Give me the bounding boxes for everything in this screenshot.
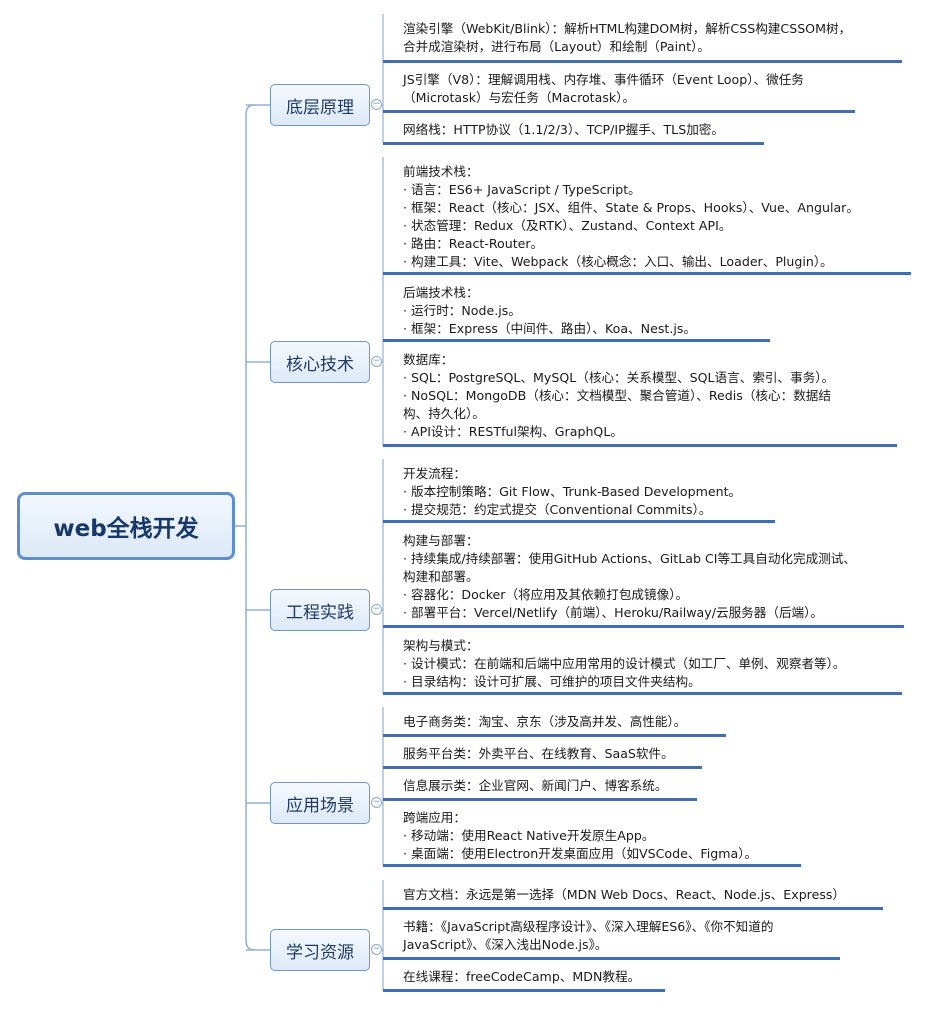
leaf-underline <box>383 989 665 992</box>
collapse-toggle-icon[interactable]: − <box>371 944 382 955</box>
leaf-underline <box>383 692 902 695</box>
leaf-text-line: · NoSQL：MongoDB（核心：文档模型、聚合管道）、Redis（核心：数… <box>403 388 831 403</box>
leaf-underline <box>383 339 770 342</box>
leaf-underline <box>383 444 897 447</box>
leaf-text-line: · 运行时：Node.js。 <box>403 303 521 318</box>
leaf-text-line: 前端技术栈： <box>403 164 479 179</box>
leaf-text-line: · SQL：PostgreSQL、MySQL（核心：关系模型、SQL语言、索引、… <box>403 370 835 385</box>
leaf-topic[interactable]: 开发流程： · 版本控制策略：Git Flow、Trunk-Based Devel… <box>403 465 741 519</box>
branch-label: 工程实践 <box>286 602 354 623</box>
leaf-text-line: · 部署平台：Vercel/Netlify（前端）、Heroku/Railway… <box>403 605 824 620</box>
leaf-text-line: · 容器化：Docker（将应用及其依赖打包成镜像）。 <box>403 587 689 602</box>
leaf-text-line: · 移动端：使用React Native开发原生App。 <box>403 828 655 843</box>
branch-label: 核心技术 <box>286 354 354 375</box>
leaf-topic[interactable]: 服务平台类：外卖平台、在线教育、SaaS软件。 <box>403 745 674 763</box>
leaf-topic[interactable]: 官方文档：永远是第一选择（MDN Web Docs、React、Node.js、… <box>403 886 845 904</box>
leaf-topic[interactable]: 架构与模式： · 设计模式：在前端和后端中应用常用的设计模式（如工厂、单例、观察者… <box>403 637 846 691</box>
collapse-toggle-icon[interactable]: − <box>371 797 382 808</box>
leaf-text-line: 电子商务类：淘宝、京东（涉及高并发、高性能）。 <box>403 714 687 729</box>
leaf-underline <box>383 798 697 801</box>
leaf-text-line: 网络栈：HTTP协议（1.1/2/3）、TCP/IP握手、TLS加密。 <box>403 122 724 137</box>
leaf-underline <box>383 625 904 628</box>
leaf-text-line: · 语言：ES6+ JavaScript / TypeScript。 <box>403 182 641 197</box>
leaf-text-line: · 路由：React-Router。 <box>403 236 544 251</box>
leaf-underline <box>383 142 764 145</box>
leaf-text-line: · 目录结构：设计可扩展、可维护的项目文件夹结构。 <box>403 674 701 689</box>
branch-scenarios[interactable]: 应用场景 <box>270 782 370 824</box>
leaf-underline <box>383 520 775 523</box>
leaf-text-line: · 框架：Express（中间件、路由）、Koa、Nest.js。 <box>403 321 696 336</box>
leaf-text-line: · API设计：RESTful架构、GraphQL。 <box>403 424 623 439</box>
root-topic[interactable]: web全栈开发 <box>17 492 235 560</box>
leaf-topic[interactable]: 构建与部署： · 持续集成/持续部署：使用GitHub Actions、GitLa… <box>403 532 893 622</box>
leaf-underline <box>383 110 855 113</box>
leaf-underline <box>383 60 902 63</box>
leaf-text-line: 开发流程： <box>403 466 466 481</box>
root-topic-label: web全栈开发 <box>53 516 199 542</box>
leaf-topic[interactable]: 网络栈：HTTP协议（1.1/2/3）、TCP/IP握手、TLS加密。 <box>403 121 724 139</box>
leaf-text-line: 构建和部署。 <box>403 569 479 584</box>
leaf-text-line: 渲染引擎（WebKit/Blink）：解析HTML构建DOM树，解析CSS构建C… <box>403 21 852 36</box>
leaf-text-line: · 框架：React（核心：JSX、组件、State & Props、Hooks… <box>403 200 859 215</box>
leaf-text-line: 合并成渲染树，进行布局（Layout）和绘制（Paint）。 <box>403 39 710 54</box>
leaf-text-line: · 提交规范：约定式提交（Conventional Commits）。 <box>403 502 712 517</box>
collapse-toggle-icon[interactable]: − <box>371 356 382 367</box>
branch-fundamentals[interactable]: 底层原理 <box>270 84 370 126</box>
branch-label: 学习资源 <box>286 942 354 963</box>
leaf-underline <box>383 734 726 737</box>
leaf-topic[interactable]: 信息展示类：企业官网、新闻门户、博客系统。 <box>403 777 667 795</box>
branch-core-tech[interactable]: 核心技术 <box>270 341 370 383</box>
leaf-text-line: 官方文档：永远是第一选择（MDN Web Docs、React、Node.js、… <box>403 887 846 902</box>
leaf-text-line: JavaScript》、《深入浅出Node.js》。 <box>403 937 608 952</box>
trunk-connector <box>245 104 255 951</box>
leaf-underline <box>383 957 840 960</box>
leaf-text-line: 架构与模式： <box>403 638 479 653</box>
leaf-topic[interactable]: 书籍：《JavaScript高级程序设计》、《深入理解ES6》、《你不知道的 Ja… <box>403 918 843 954</box>
leaf-topic[interactable]: 渲染引擎（WebKit/Blink）：解析HTML构建DOM树，解析CSS构建C… <box>403 20 851 56</box>
collapse-toggle-icon[interactable]: − <box>371 99 382 110</box>
leaf-underline <box>383 864 801 867</box>
collapse-toggle-icon[interactable]: − <box>371 604 382 615</box>
leaf-text-line: （Microtask）与宏任务（Macrotask）。 <box>403 90 636 105</box>
branch-resources[interactable]: 学习资源 <box>270 929 370 971</box>
leaf-text-line: · 设计模式：在前端和后端中应用常用的设计模式（如工厂、单例、观察者等）。 <box>403 656 846 671</box>
leaf-text-line: 书籍：《JavaScript高级程序设计》、《深入理解ES6》、《你不知道的 <box>403 919 774 934</box>
leaf-text-line: 在线课程：freeCodeCamp、MDN教程。 <box>403 969 641 984</box>
leaf-text-line: JS引擎（V8）：理解调用栈、内存堆、事件循环（Event Loop）、微任务 <box>403 72 804 87</box>
leaf-text-line: 服务平台类：外卖平台、在线教育、SaaS软件。 <box>403 746 674 761</box>
leaf-text-line: 后端技术栈： <box>403 285 479 300</box>
leaf-topic[interactable]: 在线课程：freeCodeCamp、MDN教程。 <box>403 968 640 986</box>
leaf-topic[interactable]: JS引擎（V8）：理解调用栈、内存堆、事件循环（Event Loop）、微任务 （… <box>403 71 804 107</box>
leaf-text-line: · 桌面端：使用Electron开发桌面应用（如VSCode、Figma）。 <box>403 846 758 861</box>
leaf-topic[interactable]: 数据库： · SQL：PostgreSQL、MySQL（核心：关系模型、SQL语… <box>403 351 893 441</box>
leaf-topic[interactable]: 电子商务类：淘宝、京东（涉及高并发、高性能）。 <box>403 713 686 731</box>
leaf-topic[interactable]: 前端技术栈： · 语言：ES6+ JavaScript / TypeScript。… <box>403 163 859 271</box>
leaf-text-line: · 状态管理：Redux（及RTK）、Zustand、Context API。 <box>403 218 732 233</box>
leaf-topic[interactable]: 后端技术栈： · 运行时：Node.js。 · 框架：Express（中间件、路由）… <box>403 284 696 338</box>
leaf-text-line: · 持续集成/持续部署：使用GitHub Actions、GitLab CI等工… <box>403 551 856 566</box>
leaf-text-line: 数据库： <box>403 352 454 367</box>
leaf-underline <box>383 766 702 769</box>
branch-engineering[interactable]: 工程实践 <box>270 589 370 631</box>
leaf-underline <box>383 272 911 275</box>
leaf-text-line: 信息展示类：企业官网、新闻门户、博客系统。 <box>403 778 668 793</box>
leaf-text-line: 跨端应用： <box>403 810 466 825</box>
leaf-text-line: · 构建工具：Vite、Webpack（核心概念：入口、输出、Loader、Pl… <box>403 254 833 269</box>
leaf-underline <box>383 907 883 910</box>
leaf-topic[interactable]: 跨端应用： · 移动端：使用React Native开发原生App。 · 桌面端：使… <box>403 809 757 863</box>
branch-label: 应用场景 <box>286 795 354 816</box>
leaf-text-line: 构、持久化）。 <box>403 406 485 421</box>
branch-label: 底层原理 <box>286 97 354 118</box>
leaf-text-line: 构建与部署： <box>403 533 479 548</box>
leaf-text-line: · 版本控制策略：Git Flow、Trunk-Based Developmen… <box>403 484 742 499</box>
